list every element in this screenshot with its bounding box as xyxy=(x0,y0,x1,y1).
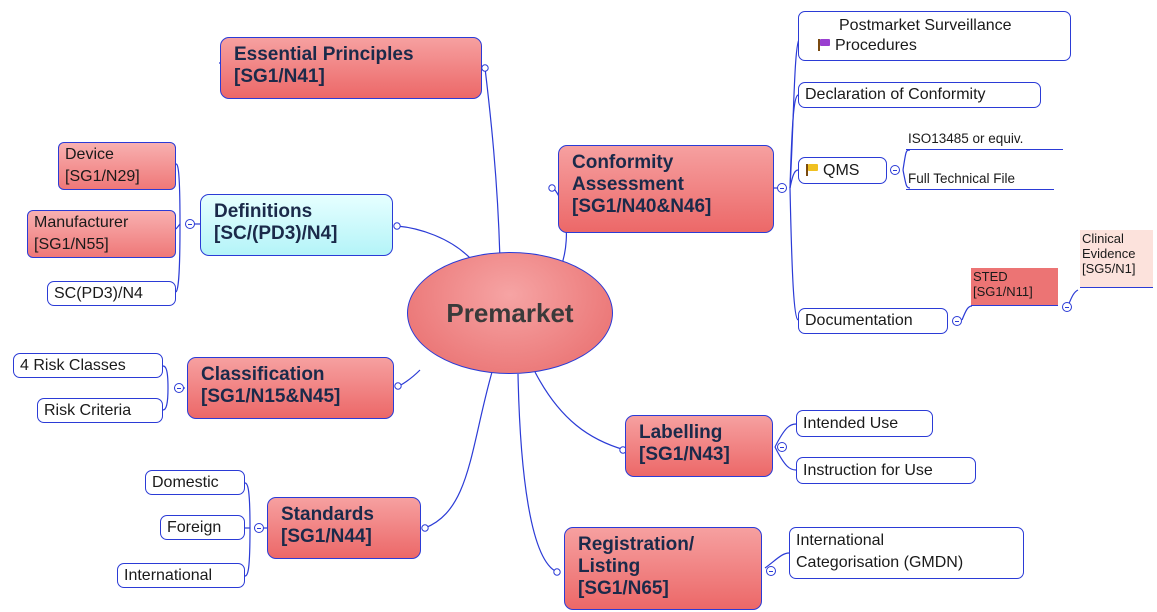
subtopic-clinical-evidence[interactable]: Clinical Evidence [SG5/N1] xyxy=(1080,230,1153,288)
topic-registration-listing[interactable]: Registration/ Listing [SG1/N65] xyxy=(564,527,762,610)
topic-classification-title: Classification xyxy=(201,364,325,385)
subtopic-sted-ref: [SG1/N11] xyxy=(973,284,1033,299)
collapse-standards-toggle[interactable] xyxy=(254,523,264,533)
topic-labelling-title: Labelling xyxy=(639,422,723,443)
topic-conformity-assessment[interactable]: Conformity Assessment [SG1/N40&N46] xyxy=(558,145,774,233)
subtopic-gmdn-title-2: Categorisation (GMDN) xyxy=(796,554,964,571)
collapse-labelling-toggle[interactable] xyxy=(777,442,787,452)
topic-conformity-title: Conformity xyxy=(572,152,674,173)
subtopic-full-technical-file-label: Full Technical File xyxy=(908,171,1016,186)
topic-essential-principles[interactable]: Essential Principles [SG1/N41] xyxy=(220,37,482,99)
subtopic-domestic-label: Domestic xyxy=(152,474,219,491)
topic-conformity-title-2: Assessment xyxy=(572,174,684,195)
subtopic-clinical-title: Clinical xyxy=(1082,231,1124,246)
topic-classification[interactable]: Classification [SG1/N15&N45] xyxy=(187,357,394,419)
topic-essential-principles-ref: [SG1/N41] xyxy=(234,66,325,87)
topic-registration-ref: [SG1/N65] xyxy=(578,578,669,599)
subtopic-iso13485-label: ISO13485 or equiv. xyxy=(908,131,1024,146)
topic-definitions-title: Definitions xyxy=(214,201,313,222)
subtopic-domestic[interactable]: Domestic xyxy=(145,470,245,495)
subtopic-intended-use-label: Intended Use xyxy=(803,415,899,432)
topic-essential-principles-title: Essential Principles xyxy=(234,44,414,65)
central-topic-label: Premarket xyxy=(446,297,574,328)
subtopic-instruction-label: Instruction for Use xyxy=(803,462,933,479)
topic-classification-ref: [SG1/N15&N45] xyxy=(201,386,341,407)
collapse-sted-toggle[interactable] xyxy=(1062,302,1072,312)
subtopic-international-label: International xyxy=(124,567,213,584)
subtopic-clinical-title-2: Evidence xyxy=(1082,246,1136,261)
collapse-documentation-toggle[interactable] xyxy=(952,316,962,326)
collapse-qms-toggle[interactable] xyxy=(890,165,900,175)
collapse-definitions-toggle[interactable] xyxy=(185,219,195,229)
topic-registration-title: Registration/ xyxy=(578,534,695,555)
subtopic-clinical-ref: [SG5/N1] xyxy=(1082,261,1136,276)
subtopic-gmdn[interactable]: International Categorisation (GMDN) xyxy=(789,527,1024,579)
subtopic-documentation-label: Documentation xyxy=(805,312,913,329)
topic-labelling[interactable]: Labelling [SG1/N43] xyxy=(625,415,773,477)
subtopic-sted[interactable]: STED [SG1/N11] xyxy=(971,268,1058,306)
collapse-classification-toggle[interactable] xyxy=(174,383,184,393)
topic-labelling-ref: [SG1/N43] xyxy=(639,444,730,465)
subtopic-full-technical-file[interactable]: Full Technical File xyxy=(906,170,1054,190)
subtopic-documentation[interactable]: Documentation xyxy=(798,308,948,334)
collapse-conformity-toggle[interactable] xyxy=(777,183,787,193)
topic-standards-title: Standards xyxy=(281,504,374,525)
subtopic-risk-criteria[interactable]: Risk Criteria xyxy=(37,398,163,423)
flag-yellow-icon xyxy=(805,164,819,176)
subtopic-risk-classes-label: 4 Risk Classes xyxy=(20,357,126,374)
subtopic-manufacturer-ref: [SG1/N55] xyxy=(34,236,109,253)
subtopic-postmarket-title-2: Procedures xyxy=(835,37,917,54)
subtopic-foreign-label: Foreign xyxy=(167,519,222,536)
subtopic-postmarket-title: Postmarket Surveillance xyxy=(839,17,1012,34)
central-topic-premarket[interactable]: Premarket xyxy=(407,252,613,374)
subtopic-scpd3-n4[interactable]: SC(PD3)/N4 xyxy=(47,281,176,306)
subtopic-instruction-for-use[interactable]: Instruction for Use xyxy=(796,457,976,484)
subtopic-intended-use[interactable]: Intended Use xyxy=(796,410,933,437)
subtopic-sted-title: STED xyxy=(973,269,1008,284)
subtopic-manufacturer-title: Manufacturer xyxy=(34,214,129,231)
subtopic-scpd3-label: SC(PD3)/N4 xyxy=(54,285,143,302)
topic-registration-title-2: Listing xyxy=(578,556,641,577)
topic-standards-ref: [SG1/N44] xyxy=(281,526,372,547)
subtopic-declaration-label: Declaration of Conformity xyxy=(805,86,986,103)
subtopic-risk-criteria-label: Risk Criteria xyxy=(44,402,132,419)
subtopic-risk-classes[interactable]: 4 Risk Classes xyxy=(13,353,163,378)
subtopic-postmarket-surveillance[interactable]: Postmarket Surveillance Procedures xyxy=(798,11,1071,61)
subtopic-device[interactable]: Device [SG1/N29] xyxy=(58,142,176,190)
subtopic-declaration-of-conformity[interactable]: Declaration of Conformity xyxy=(798,82,1041,108)
subtopic-international-standard[interactable]: International xyxy=(117,563,245,588)
topic-definitions-ref: [SC/(PD3)/N4] xyxy=(214,223,338,244)
topic-standards[interactable]: Standards [SG1/N44] xyxy=(267,497,421,559)
topic-conformity-ref: [SG1/N40&N46] xyxy=(572,196,712,217)
subtopic-manufacturer[interactable]: Manufacturer [SG1/N55] xyxy=(27,210,176,258)
subtopic-foreign[interactable]: Foreign xyxy=(160,515,245,540)
collapse-registration-toggle[interactable] xyxy=(766,566,776,576)
subtopic-qms-label: QMS xyxy=(823,162,860,179)
subtopic-gmdn-title: International xyxy=(796,532,885,549)
topic-definitions[interactable]: Definitions [SC/(PD3)/N4] xyxy=(200,194,393,256)
subtopic-device-ref: [SG1/N29] xyxy=(65,168,140,185)
subtopic-iso13485[interactable]: ISO13485 or equiv. xyxy=(906,130,1063,150)
subtopic-device-title: Device xyxy=(65,146,114,163)
subtopic-qms[interactable]: QMS xyxy=(798,157,887,184)
flag-purple-icon xyxy=(817,39,831,51)
